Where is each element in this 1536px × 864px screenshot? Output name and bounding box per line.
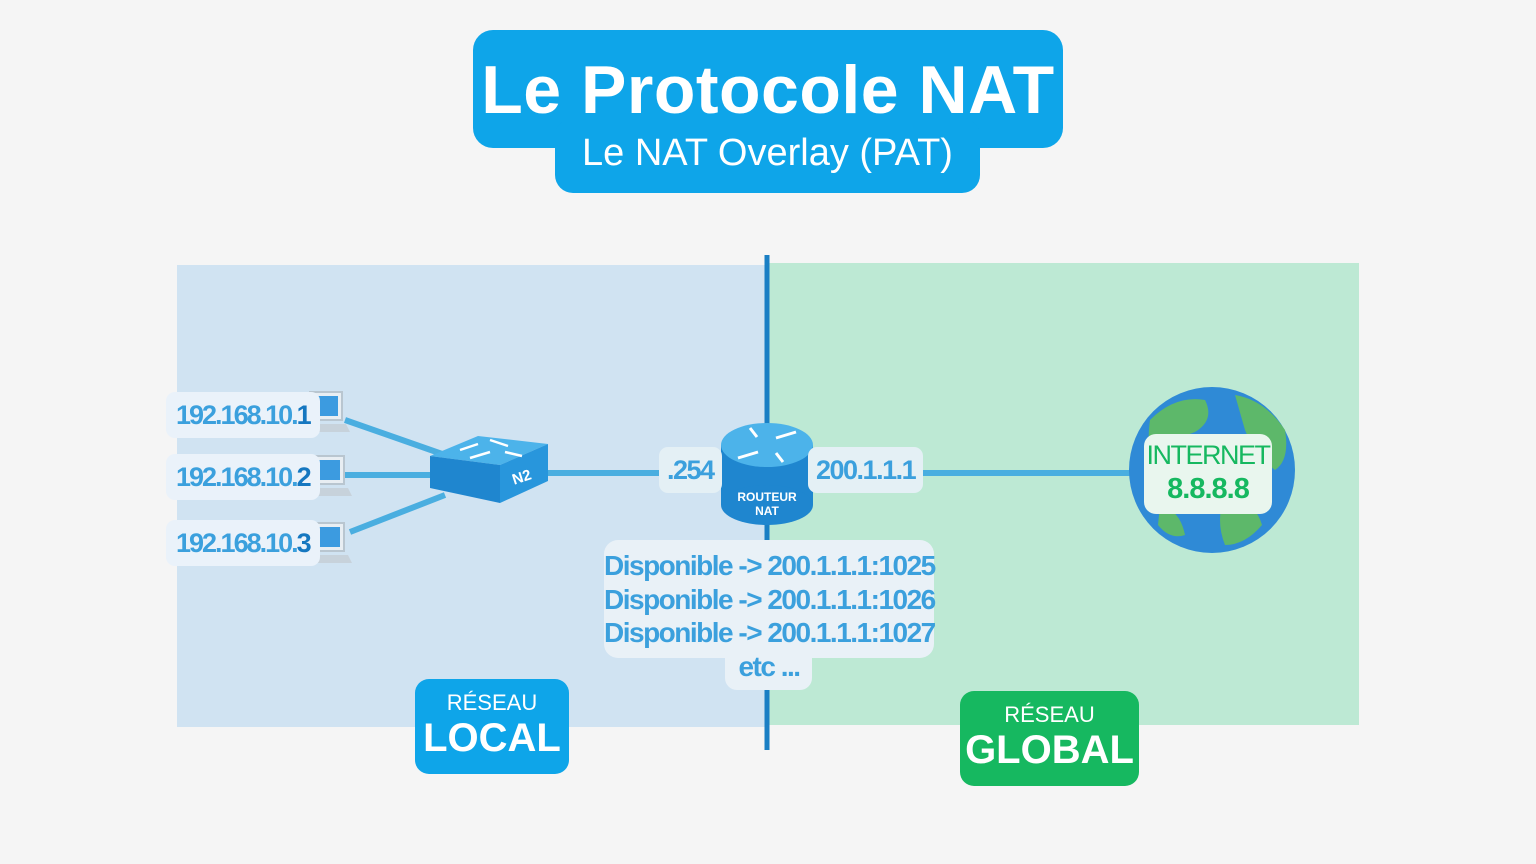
network-links [344,417,1130,535]
subtitle-banner [555,118,980,193]
nat-table-more: etc ... [738,650,801,682]
host-ip-label-3: 192.168.10.3 [166,520,320,566]
link-host3-switch [348,492,447,535]
router-icon: ROUTEUR NAT [721,423,813,525]
nat-table-row: Disponible -> 200.1.1.1:1026 [604,583,936,615]
switch-icon: N2 [430,436,548,503]
host-ip-label-2: 192.168.10.2 [166,454,320,500]
router-label-line1: ROUTEUR [737,490,797,504]
switch-label: N2 [510,466,534,488]
nat-table-panel [604,540,934,658]
global-badge-small: RÉSEAU [1004,702,1095,727]
nat-table-row: Disponible -> 200.1.1.1:1027 [604,617,936,648]
internet-name: INTERNET [1146,440,1272,470]
local-badge-small: RÉSEAU [446,690,538,715]
router-inside-ip: .254 [659,447,722,493]
nat-table-row: Disponible -> 200.1.1.1:1025 [604,550,936,581]
router-outside-ip: 200.1.1.1 [808,447,924,493]
global-badge-big: GLOBAL [965,728,1134,772]
host-ip-label-1: 192.168.10.1 [166,392,320,438]
local-badge-big: LOCAL [423,716,561,760]
link-host1-switch [344,417,446,458]
internet-ip: 8.8.8.8 [1167,473,1250,505]
router-label-line2: NAT [755,504,779,518]
page-title: Le Protocole NAT [481,52,1055,128]
local-network-badge: RÉSEAU LOCAL [415,679,569,774]
nat-table: Disponible -> 200.1.1.1:1025 Disponible … [604,549,936,683]
page-subtitle: Le NAT Overlay (PAT) [582,132,953,174]
global-network-badge: RÉSEAU GLOBAL [960,691,1139,786]
nat-table-etc-panel [725,646,812,690]
internet-label: INTERNET 8.8.8.8 [1144,434,1272,514]
